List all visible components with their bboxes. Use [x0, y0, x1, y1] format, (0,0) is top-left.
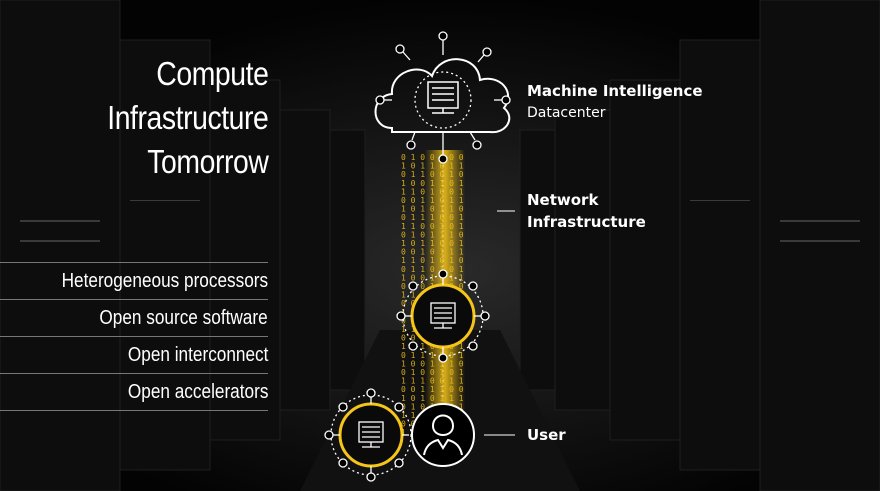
binary-row: 1 1 0 1 0 1 0 — [401, 256, 464, 265]
page-title: Compute Infrastructure Tomorrow — [106, 52, 269, 184]
binary-row: 1 0 0 1 1 0 1 — [401, 179, 464, 188]
user-icon — [411, 403, 475, 467]
binary-row: 0 1 0 0 1 0 0 — [401, 153, 464, 162]
binary-row: 0 1 1 1 0 0 1 — [401, 351, 464, 360]
binary-row: 0 1 0 0 1 0 1 — [401, 368, 464, 377]
binary-row: 1 0 1 1 0 1 1 — [401, 162, 464, 171]
title-line-3: Tomorrow — [146, 143, 269, 180]
binary-row: 0 1 0 1 1 1 0 — [401, 230, 464, 239]
server-icon — [427, 81, 459, 114]
cloud-icon — [374, 31, 511, 164]
list-item: Open accelerators — [0, 373, 268, 411]
binary-row: 1 0 0 1 0 1 1 — [401, 273, 464, 282]
network-label: Network Infrastructure — [527, 191, 646, 231]
binary-row: 0 1 1 0 1 0 1 — [401, 265, 464, 274]
feature-list: Heterogeneous processors Open source sof… — [0, 262, 268, 411]
binary-row: 1 1 0 0 1 0 1 — [401, 222, 464, 231]
title-line-1: Compute — [155, 55, 269, 92]
binary-row: 0 0 1 0 1 1 1 — [401, 248, 464, 257]
binary-row: 0 1 1 0 0 1 0 — [401, 170, 464, 179]
binary-row: 1 0 1 0 1 1 0 — [401, 205, 464, 214]
binary-row: 0 0 1 1 0 1 1 — [401, 196, 464, 205]
network-node-icon — [396, 269, 490, 363]
binary-row: 1 1 0 1 0 0 1 — [401, 187, 464, 196]
binary-row: 1 0 1 0 1 1 1 — [401, 394, 464, 403]
title-line-2: Infrastructure — [106, 99, 269, 136]
binary-row: 1 0 0 1 1 1 0 — [401, 359, 464, 368]
datacenter-label: Machine Intelligence Datacenter — [527, 82, 703, 121]
list-item: Heterogeneous processors — [0, 262, 268, 299]
list-item: Open interconnect — [0, 336, 268, 373]
binary-row: 1 1 1 0 0 1 1 — [401, 377, 464, 386]
edge-node-icon — [324, 388, 412, 482]
binary-row: 0 1 1 1 0 0 1 — [401, 213, 464, 222]
binary-row: 1 0 1 1 0 0 1 — [401, 239, 464, 248]
user-label: User — [527, 426, 566, 444]
list-item: Open source software — [0, 299, 268, 336]
binary-row: 0 0 1 1 1 0 0 — [401, 385, 464, 394]
